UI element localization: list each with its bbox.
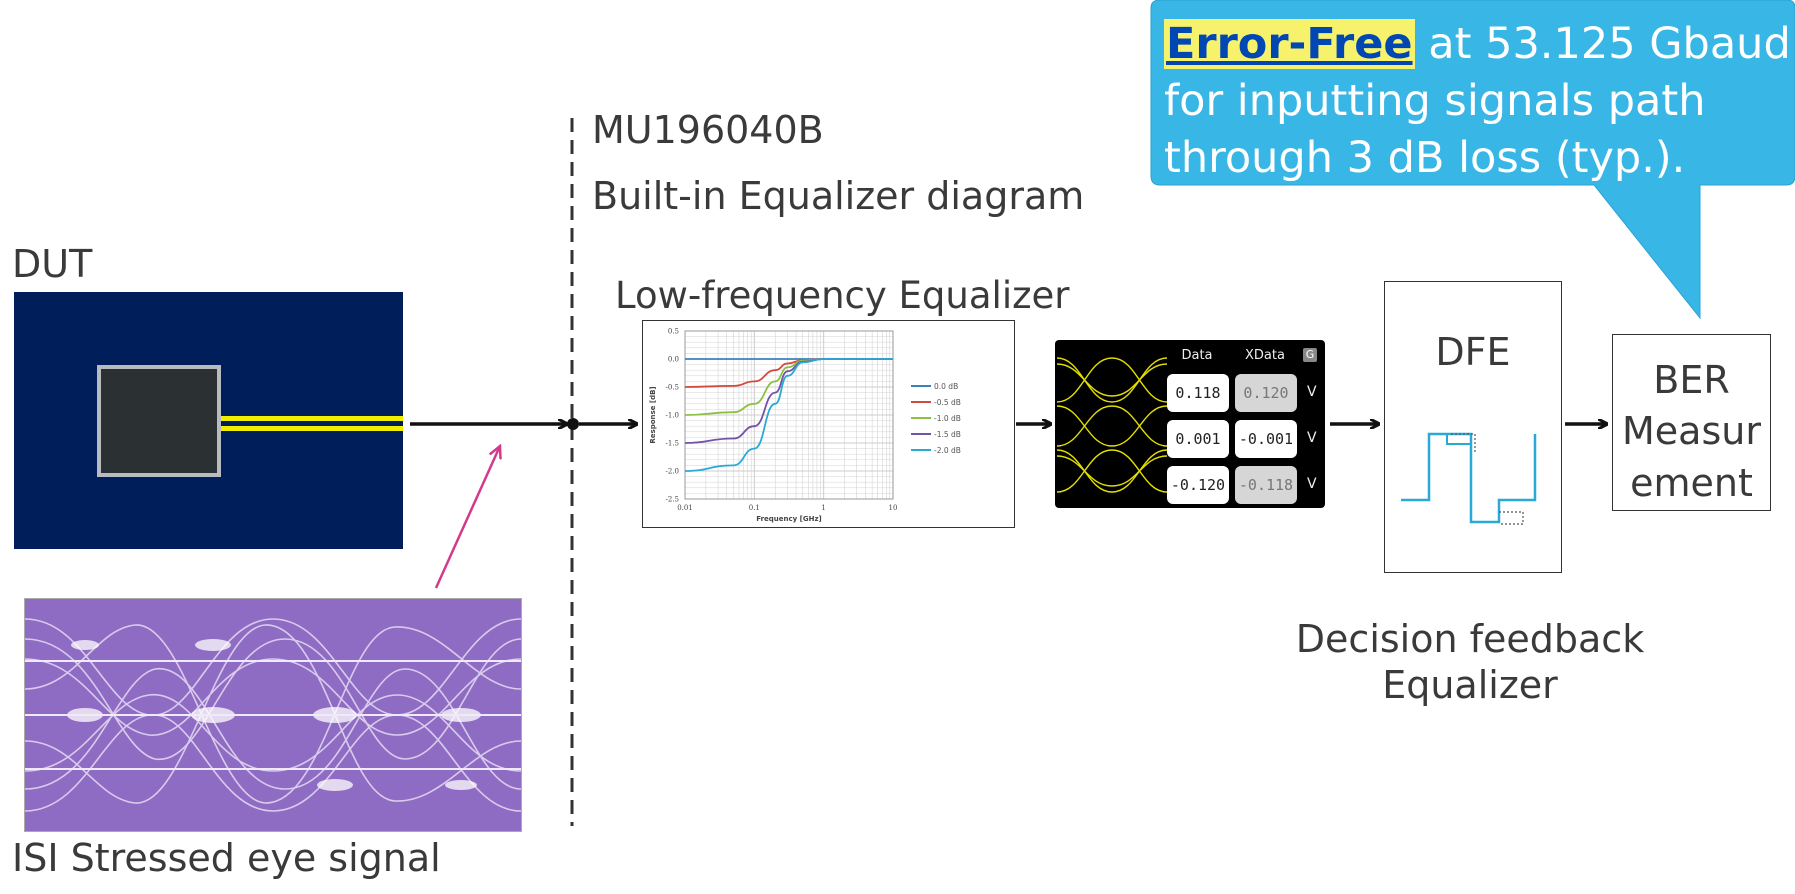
legend-label: 0.0 dB xyxy=(934,382,958,391)
xdata-value-1: 0.120 xyxy=(1235,374,1297,412)
data-value-1[interactable]: 0.118 xyxy=(1167,374,1229,412)
y-tick-label: -0.5 xyxy=(666,384,680,392)
dfe-waveform xyxy=(1401,432,1537,525)
y-tick-label: -1.0 xyxy=(666,412,680,420)
y-tick-label: 0.0 xyxy=(668,356,679,364)
dfe-block: DFE xyxy=(1384,281,1562,573)
isi-eye-diagram xyxy=(24,598,522,832)
series-line xyxy=(684,358,893,388)
legend-label: -1.5 dB xyxy=(934,430,961,439)
ber-label: BER Measur ement xyxy=(1622,358,1761,505)
callout-text: Error-Free at 53.125 Gbaud for inputting… xyxy=(1164,16,1791,188)
dfe-caption: Decision feedback Equalizer xyxy=(1295,617,1645,707)
unit-2: V xyxy=(1307,430,1317,446)
dut-label: DUT xyxy=(12,242,93,286)
y-tick-label: -1.5 xyxy=(666,440,680,448)
dut-trace xyxy=(221,426,403,431)
x-tick-label: 0.1 xyxy=(749,504,760,512)
g-badge[interactable]: G xyxy=(1303,348,1317,362)
unit-1: V xyxy=(1307,384,1317,400)
x-tick-label: 0.01 xyxy=(677,504,693,512)
eye-monitor-graphic xyxy=(1057,357,1167,493)
junction-dot xyxy=(567,418,579,430)
y-tick-label: -2.5 xyxy=(666,496,680,504)
lfe-chart-svg: 0.01 0.1 1 10 0.5 0.0 -0.5 -1.0 -1.5 -2.0 -2.5Freq… xyxy=(649,328,961,524)
legend-label: -2.0 dB xyxy=(934,446,961,455)
xdata-column-header: XData xyxy=(1245,348,1285,363)
callout-line-2: for inputting signals path xyxy=(1164,76,1706,127)
dut-trace xyxy=(221,416,403,421)
x-tick-label: 1 xyxy=(821,504,825,512)
x-tick-label: 10 xyxy=(889,504,898,512)
y-tick-label: 0.5 xyxy=(668,328,679,336)
callout-line-1: Error-Free at 53.125 Gbaud xyxy=(1164,16,1791,73)
data-column-header: Data xyxy=(1181,348,1213,363)
series-line xyxy=(684,358,893,472)
legend-label: -0.5 dB xyxy=(934,398,961,407)
unit-3: V xyxy=(1307,476,1317,492)
y-tick-label: -2.0 xyxy=(666,468,680,476)
model-label: MU196040B xyxy=(592,108,824,152)
xdata-value-3: -0.118 xyxy=(1235,466,1297,504)
eye-monitor-panel: Data XData G 0.118 0.120 V 0.001 -0.001 … xyxy=(1055,340,1325,508)
data-value-2[interactable]: 0.001 xyxy=(1167,420,1229,458)
y-axis-label: Response [dB] xyxy=(649,386,657,443)
data-value-3[interactable]: -0.120 xyxy=(1167,466,1229,504)
ber-block: BER Measur ement xyxy=(1612,334,1771,511)
diagram-title: Built-in Equalizer diagram xyxy=(592,174,1085,218)
xdata-value-2[interactable]: -0.001 xyxy=(1235,420,1297,458)
isi-pointer-arrow xyxy=(434,446,500,589)
isi-eye-graphic xyxy=(25,599,521,831)
isi-label: ISI Stressed eye signal xyxy=(12,836,441,880)
callout-line-1-rest: at 53.125 Gbaud xyxy=(1414,19,1791,69)
series-line xyxy=(684,358,893,444)
legend-label: -1.0 dB xyxy=(934,414,961,423)
dfe-title: DFE xyxy=(1435,330,1511,374)
error-free-highlight: Error-Free xyxy=(1164,19,1415,69)
callout-line-3: through 3 dB loss (typ.). xyxy=(1164,133,1686,184)
lfe-label: Low-frequency Equalizer xyxy=(615,274,1070,317)
dut-chip xyxy=(97,365,221,477)
x-axis-label: Frequency [GHz] xyxy=(756,515,822,523)
